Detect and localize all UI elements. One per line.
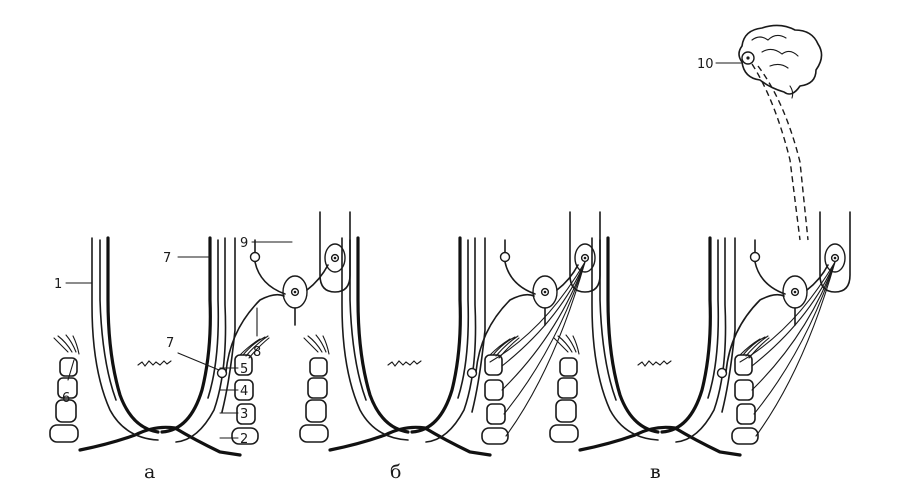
panel-b bbox=[300, 212, 600, 455]
label-2: 2 bbox=[240, 432, 248, 447]
caption-a: а bbox=[144, 461, 155, 481]
descending-pathway bbox=[752, 64, 800, 240]
label-3: 3 bbox=[240, 407, 248, 422]
caption-v: в bbox=[650, 461, 661, 481]
caption-b: б bbox=[390, 461, 401, 481]
label-7-top: 7 bbox=[163, 251, 171, 266]
label-5: 5 bbox=[240, 362, 248, 377]
label-6: 6 bbox=[62, 391, 70, 406]
label-8: 8 bbox=[253, 345, 261, 360]
panel-v bbox=[550, 25, 850, 455]
label-1: 1 bbox=[54, 277, 62, 292]
label-10: 10 bbox=[697, 57, 714, 72]
label-group: 1 2 3 4 5 6 7 7 8 9 10 bbox=[54, 57, 742, 447]
panel-a bbox=[50, 212, 350, 455]
label-4: 4 bbox=[240, 384, 248, 399]
label-7-bottom: 7 bbox=[166, 336, 174, 351]
label-9: 9 bbox=[240, 236, 248, 251]
